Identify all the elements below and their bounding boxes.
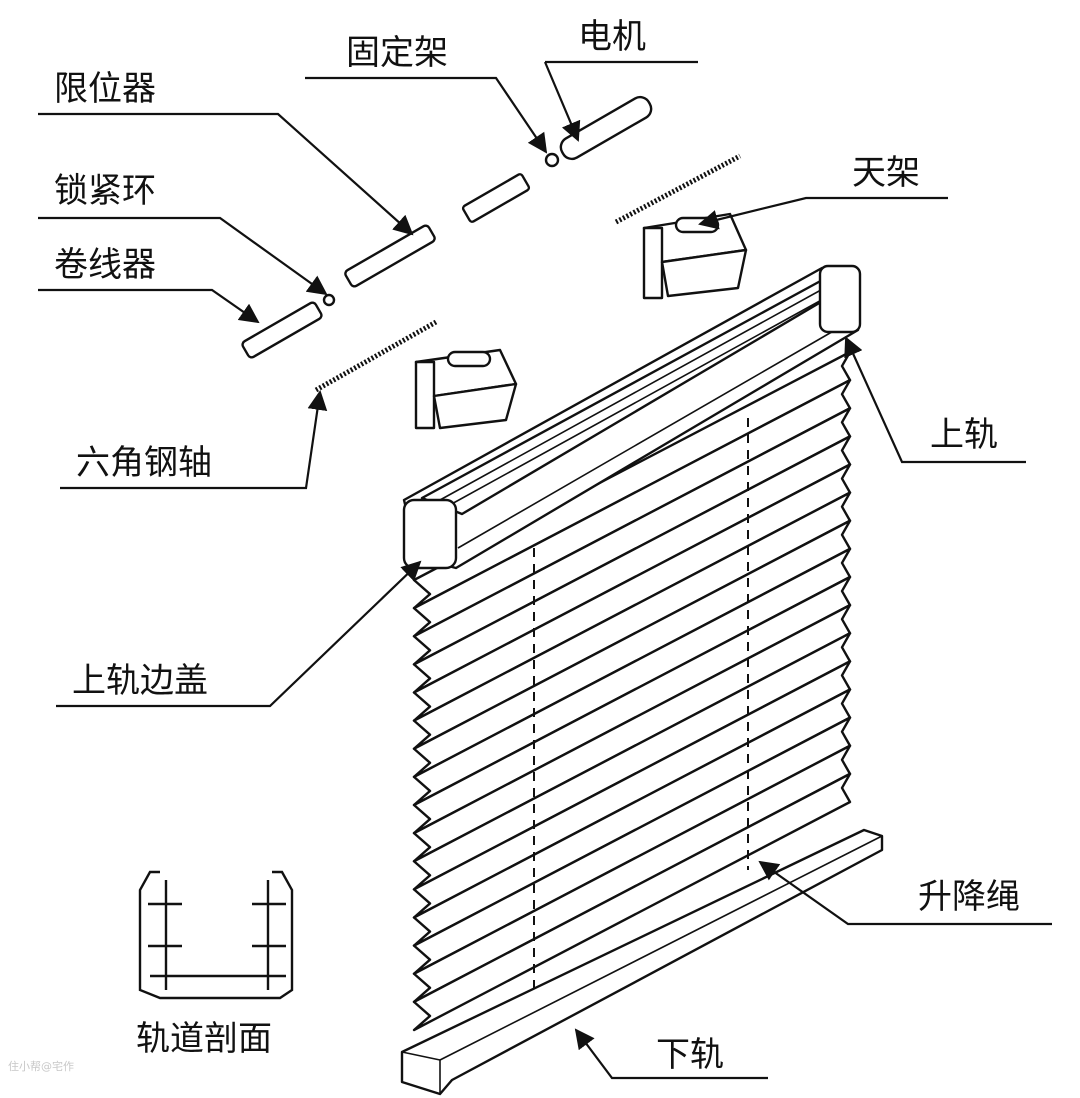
ceiling-bracket-right bbox=[642, 212, 748, 300]
hex-steel-shaft-left bbox=[314, 319, 438, 393]
label-lock-ring: 锁紧环 bbox=[54, 171, 156, 211]
fixed-bracket bbox=[544, 152, 560, 168]
pleat-fold bbox=[412, 772, 852, 1032]
winder bbox=[241, 301, 323, 359]
label-upper-rail: 上轨 bbox=[930, 415, 998, 455]
label-limiter: 限位器 bbox=[54, 69, 156, 109]
label-motor: 电机 bbox=[578, 17, 646, 57]
label-ceiling-bracket: 天架 bbox=[852, 153, 920, 193]
lock-ring bbox=[322, 293, 336, 307]
rail-section-drawing bbox=[138, 870, 294, 1000]
bottom-rail bbox=[400, 828, 884, 1096]
label-hex-steel-shaft: 六角钢轴 bbox=[76, 443, 212, 483]
label-rail-section: 轨道剖面 bbox=[136, 1019, 272, 1059]
pleated-fabric bbox=[412, 350, 852, 1032]
limiter bbox=[344, 224, 436, 288]
upper-rail bbox=[402, 266, 860, 570]
upper-rail-end-cap bbox=[402, 264, 862, 570]
label-fixed-bracket: 固定架 bbox=[346, 33, 448, 73]
hex-steel-shaft-right bbox=[614, 153, 742, 225]
watermark: 住小帮@宅作 bbox=[8, 1059, 74, 1073]
ceiling-bracket-left bbox=[414, 348, 518, 430]
coupler bbox=[461, 173, 531, 223]
label-winder: 卷线器 bbox=[54, 245, 156, 285]
label-bottom-rail: 下轨 bbox=[656, 1035, 724, 1075]
label-upper-rail-end-cap: 上轨边盖 bbox=[72, 661, 208, 701]
leaders bbox=[38, 60, 1052, 1080]
label-lift-cord: 升降绳 bbox=[918, 877, 1020, 917]
